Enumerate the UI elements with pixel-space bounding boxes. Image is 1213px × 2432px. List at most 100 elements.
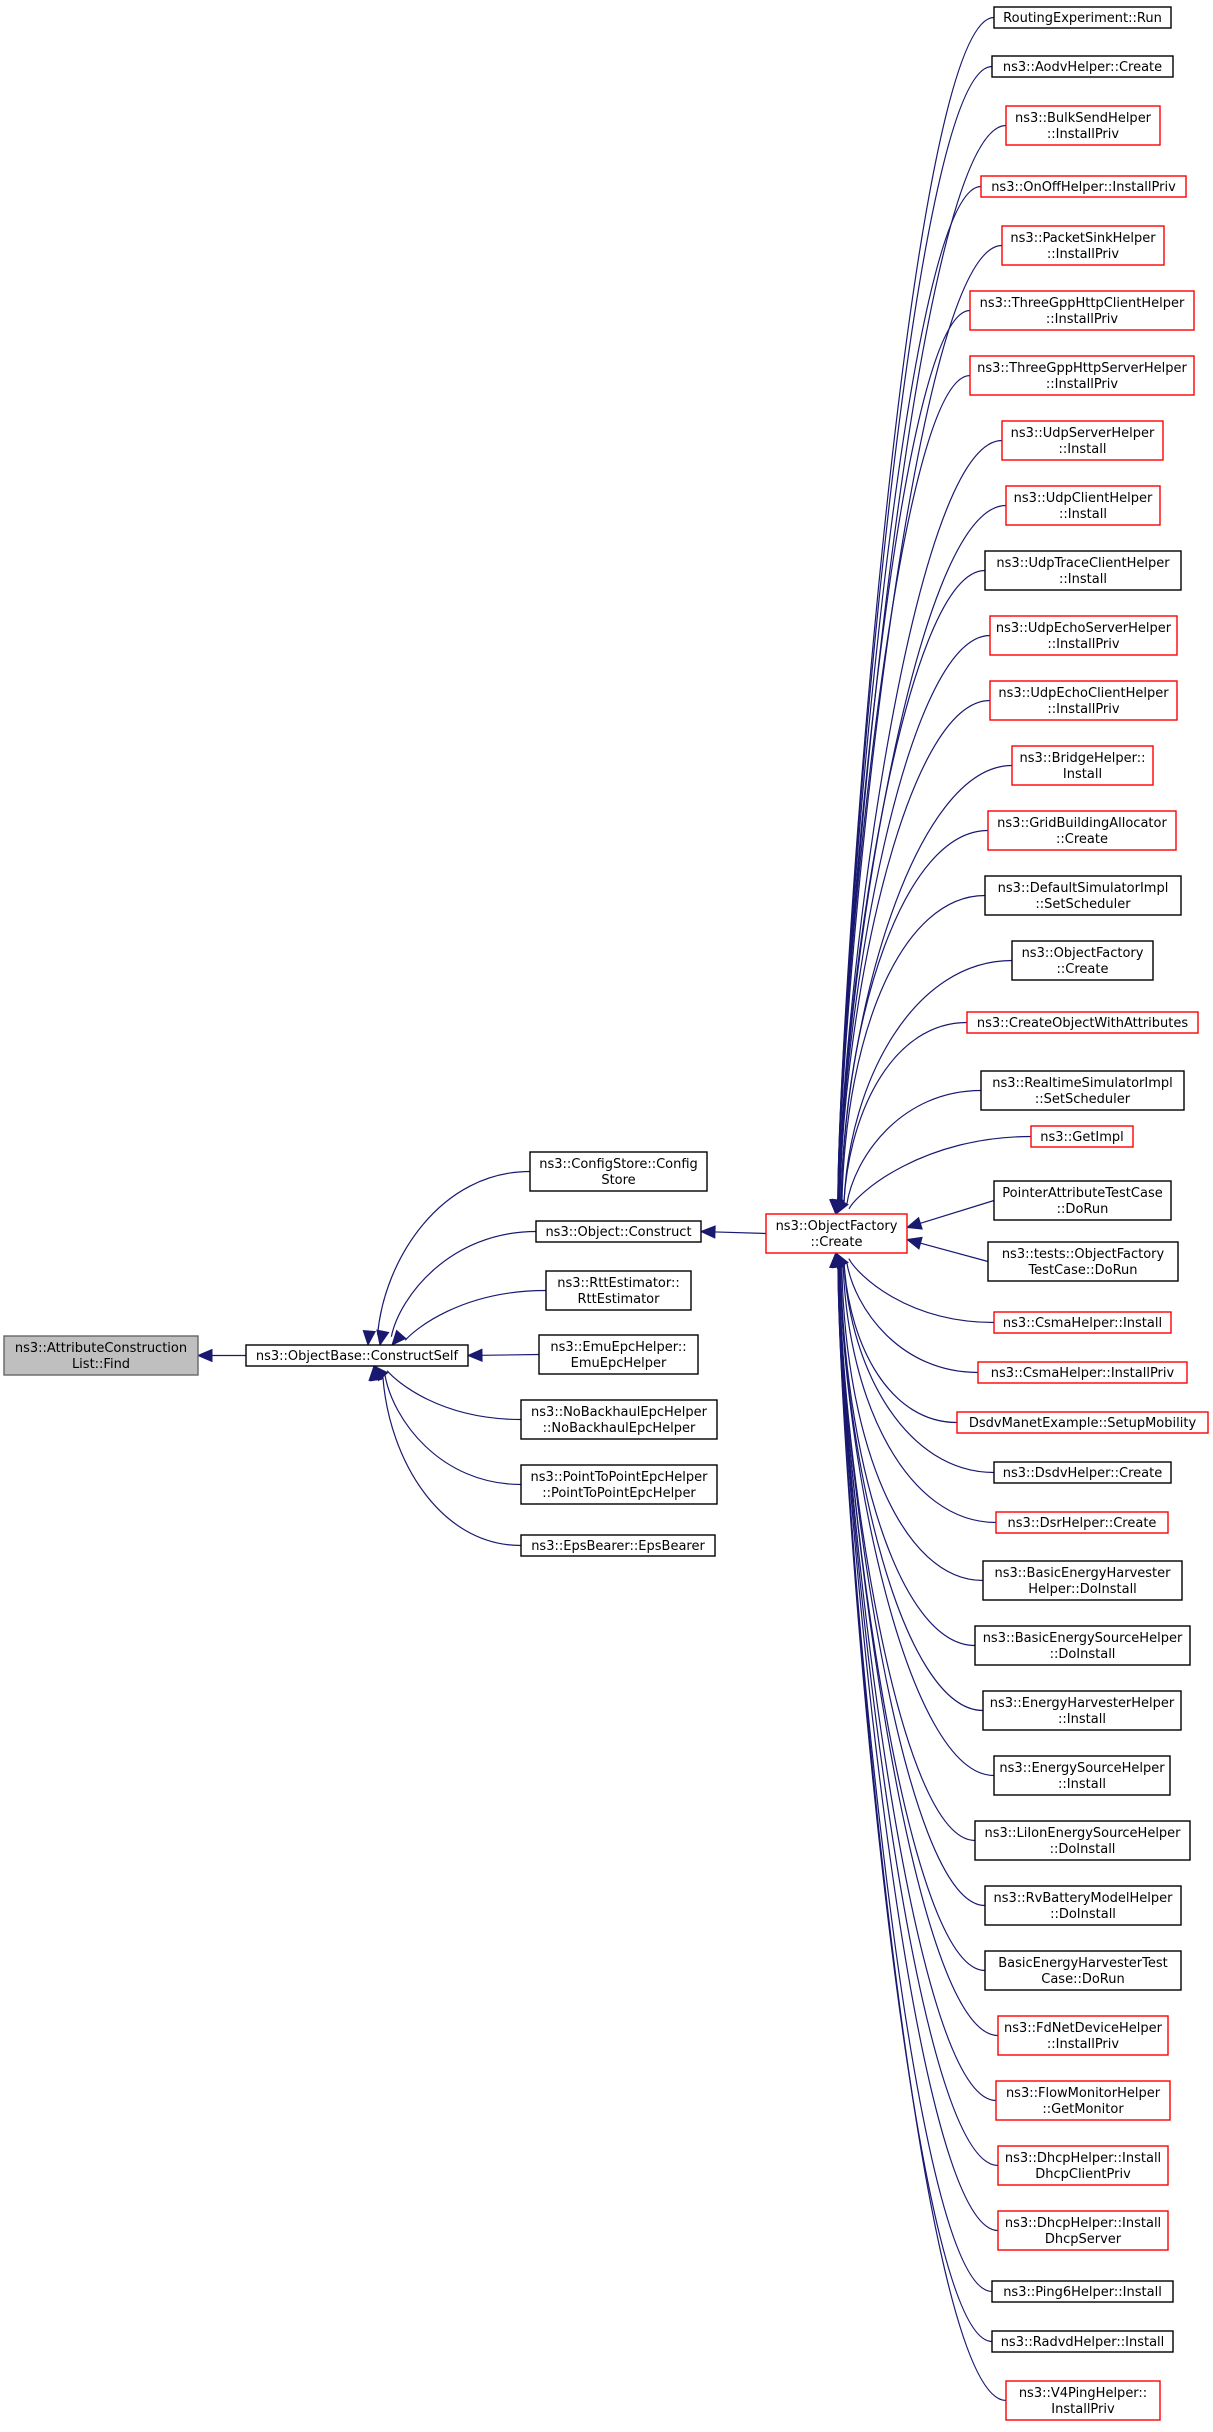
node-ns3-udpserverhelper-install-label: ns3::UdpServerHelper: [1011, 426, 1155, 441]
node-ns3-dsrhelper-create[interactable]: ns3::DsrHelper::Create: [995, 1511, 1169, 1534]
edge-mid-1-to-hub: [390, 1230, 537, 1337]
node-ns3-udpclienthelper-install-label: ::Install: [1059, 507, 1107, 522]
edge-mid-0-to-hub: [376, 1170, 531, 1335]
node-ns3-liionenergysourcehelper-doinstall[interactable]: ns3::LiIonEnergySourceHelper::DoInstall: [974, 1820, 1191, 1861]
node-ns3-aodvhelper-create[interactable]: ns3::AodvHelper::Create: [991, 55, 1174, 78]
node-ns3-v4pinghelper-installpriv-box: [1005, 2380, 1161, 2421]
edge-caller-20-to-factory: [920, 1242, 989, 1263]
node-p2pepc[interactable]: ns3::PointToPointEpcHelper::PointToPoint…: [520, 1464, 718, 1505]
node-ns3-csmahelper-install[interactable]: ns3::CsmaHelper::Install: [993, 1311, 1172, 1334]
node-ns3-aodvhelper-create-box: [991, 55, 1174, 78]
node-ns3-objectfactory-create[interactable]: ns3::ObjectFactory::Create: [1011, 940, 1154, 981]
node-ns3-dsrhelper-create-box: [995, 1511, 1169, 1534]
node-emuepc-label: EmuEpcHelper: [571, 1356, 667, 1371]
node-ns3-basicenergyharvesterhelper-doinstall-label: Helper::DoInstall: [1028, 1582, 1137, 1597]
node-ns3-udpechoserverhelper-installpriv[interactable]: ns3::UdpEchoServerHelper::InstallPriv: [989, 615, 1178, 656]
node-rttestimator-label: ns3::RttEstimator::: [557, 1276, 680, 1291]
node-ns3-packetsinkhelper-installpriv[interactable]: ns3::PacketSinkHelper::InstallPriv: [1001, 225, 1165, 266]
node-ns3-ping6helper-install-box: [991, 2280, 1174, 2303]
node-ns3-getimpl[interactable]: ns3::GetImpl: [1030, 1125, 1134, 1148]
node-configstore-label: ns3::ConfigStore::Config: [539, 1157, 698, 1172]
edge-caller-10-to-factory: [839, 634, 991, 1201]
node-routingexperiment-run-box: [993, 6, 1172, 29]
node-ns3-bridgehelper-install[interactable]: ns3::BridgeHelper::Install: [1011, 745, 1154, 786]
node-ns3-threegpphttpclienthelper-installpriv-box: [969, 290, 1195, 331]
node-ns3-realtimesimulatorimpl-setscheduler-label: ::SetScheduler: [1035, 1092, 1131, 1107]
node-routingexperiment-run[interactable]: RoutingExperiment::Run: [993, 6, 1172, 29]
node-configstore[interactable]: ns3::ConfigStore::ConfigStore: [529, 1151, 708, 1192]
edge-caller-33-to-factory: [838, 1266, 999, 2037]
node-ns3-getimpl-label: ns3::GetImpl: [1040, 1130, 1124, 1145]
node-ns3-energyharvesterhelper-install-label: ns3::EnergyHarvesterHelper: [990, 1696, 1175, 1711]
node-ns3-v4pinghelper-installpriv-label: InstallPriv: [1051, 2402, 1115, 2417]
node-objectfactory-create-target[interactable]: ns3::ObjectFactory::Create: [765, 1213, 908, 1254]
node-ns3-udptraceclienthelper-install[interactable]: ns3::UdpTraceClientHelper::Install: [984, 550, 1182, 591]
node-dsdvmanetexample-setupmobility-box: [956, 1411, 1209, 1434]
node-ns3-fdnetdevicehelper-installpriv-label: ns3::FdNetDeviceHelper: [1004, 2021, 1163, 2036]
node-ns3-csmahelper-installpriv[interactable]: ns3::CsmaHelper::InstallPriv: [977, 1361, 1188, 1384]
node-ns3-flowmonitorhelper-getmonitor[interactable]: ns3::FlowMonitorHelper::GetMonitor: [995, 2080, 1171, 2121]
node-ns3-gridbuildingallocator-create-label: ::Create: [1056, 832, 1108, 847]
node-ns3-fdnetdevicehelper-installpriv-label: ::InstallPriv: [1047, 2037, 1119, 2052]
node-ns3-gridbuildingallocator-create[interactable]: ns3::GridBuildingAllocator::Create: [987, 810, 1177, 851]
node-ns3-ping6helper-install[interactable]: ns3::Ping6Helper::Install: [991, 2280, 1174, 2303]
edge-mid-2-to-hub-arrowhead: [391, 1329, 407, 1346]
edge-hub-to-root-arrowhead: [196, 1348, 213, 1363]
edge-mid-2-to-hub: [404, 1289, 547, 1341]
node-basicenergyharvestertestcase-dorun-label: Case::DoRun: [1041, 1972, 1124, 1987]
node-ns3-basicenergyharvesterhelper-doinstall-label: ns3::BasicEnergyHarvester: [995, 1566, 1172, 1581]
node-ns3-createobjectwithattributes[interactable]: ns3::CreateObjectWithAttributes: [966, 1011, 1199, 1034]
node-ns3-fdnetdevicehelper-installpriv[interactable]: ns3::FdNetDeviceHelper::InstallPriv: [997, 2015, 1169, 2056]
node-ns3-radvdhelper-install[interactable]: ns3::RadvdHelper::Install: [991, 2330, 1174, 2353]
node-ns3-rvbatterymodelhelper-doinstall[interactable]: ns3::RvBatteryModelHelper::DoInstall: [984, 1885, 1182, 1926]
edge-caller-25-to-factory: [842, 1265, 997, 1524]
node-emuepc[interactable]: ns3::EmuEpcHelper::EmuEpcHelper: [538, 1334, 699, 1375]
node-ns3-threegpphttpclienthelper-installpriv-label: ns3::ThreeGppHttpClientHelper: [980, 296, 1185, 311]
edge-caller-31-to-factory: [838, 1266, 986, 1907]
node-objectbase-constructself[interactable]: ns3::ObjectBase::ConstructSelf: [245, 1344, 469, 1367]
node-ns3-bulksendhelper-installpriv-label: ::InstallPriv: [1047, 127, 1119, 142]
node-epsbearer-box: [520, 1534, 716, 1557]
node-ns3-csmahelper-installpriv-box: [977, 1361, 1188, 1384]
node-ns3-energyharvesterhelper-install[interactable]: ns3::EnergyHarvesterHelper::Install: [982, 1690, 1182, 1731]
edge-caller-11-to-factory: [839, 699, 991, 1201]
edge-caller-17-to-factory: [846, 1089, 982, 1206]
node-ns3-energysourcehelper-install-label: ns3::EnergySourceHelper: [999, 1761, 1165, 1776]
node-ns3-onoffhelper-installpriv[interactable]: ns3::OnOffHelper::InstallPriv: [980, 175, 1187, 198]
node-ns3-basicenergyharvesterhelper-doinstall[interactable]: ns3::BasicEnergyHarvesterHelper::DoInsta…: [982, 1560, 1183, 1601]
node-ns3-bulksendhelper-installpriv[interactable]: ns3::BulkSendHelper::InstallPriv: [1005, 105, 1161, 146]
edge-caller-22-to-factory: [846, 1261, 979, 1374]
node-ns3-udpechoserverhelper-installpriv-label: ::InstallPriv: [1047, 637, 1119, 652]
node-dsdvmanetexample-setupmobility[interactable]: DsdvManetExample::SetupMobility: [956, 1411, 1209, 1434]
edge-caller-9-to-factory: [838, 569, 986, 1201]
node-ns3-dsdvhelper-create[interactable]: ns3::DsdvHelper::Create: [993, 1461, 1172, 1484]
node-nobackhaul[interactable]: ns3::NoBackhaulEpcHelper::NoBackhaulEpcH…: [520, 1399, 718, 1440]
node-pointerattributetestcase-dorun[interactable]: PointerAttributeTestCase::DoRun: [993, 1180, 1172, 1221]
node-ns3-threegpphttpserverhelper-installpriv[interactable]: ns3::ThreeGppHttpServerHelper::InstallPr…: [969, 355, 1195, 396]
node-ns3-energysourcehelper-install[interactable]: ns3::EnergySourceHelper::Install: [993, 1755, 1171, 1796]
node-ns3-energysourcehelper-install-label: ::Install: [1058, 1777, 1106, 1792]
node-construct[interactable]: ns3::Object::Construct: [535, 1220, 702, 1243]
node-ns3-defaultsimulatorimpl-setscheduler-label: ns3::DefaultSimulatorImpl: [998, 881, 1169, 896]
node-ns3-basicenergysourcehelper-doinstall[interactable]: ns3::BasicEnergySourceHelper::DoInstall: [974, 1625, 1191, 1666]
node-ns3-udpechoclienthelper-installpriv[interactable]: ns3::UdpEchoClientHelper::InstallPriv: [989, 680, 1178, 721]
node-epsbearer[interactable]: ns3::EpsBearer::EpsBearer: [520, 1534, 716, 1557]
node-ns3-flowmonitorhelper-getmonitor-label: ::GetMonitor: [1042, 2102, 1124, 2117]
node-rttestimator[interactable]: ns3::RttEstimator::RttEstimator: [545, 1270, 692, 1311]
node-ns3-v4pinghelper-installpriv[interactable]: ns3::V4PingHelper::InstallPriv: [1005, 2380, 1161, 2421]
node-ns3-udpserverhelper-install[interactable]: ns3::UdpServerHelper::Install: [1001, 420, 1164, 461]
node-p2pepc-box: [520, 1464, 718, 1505]
node-attributeconstructionlist-find-label: List::Find: [72, 1357, 130, 1372]
node-ns3-defaultsimulatorimpl-setscheduler[interactable]: ns3::DefaultSimulatorImpl::SetScheduler: [984, 875, 1182, 916]
node-ns3-threegpphttpclienthelper-installpriv[interactable]: ns3::ThreeGppHttpClientHelper::InstallPr…: [969, 290, 1195, 331]
node-ns3-bridgehelper-install-label: Install: [1063, 767, 1102, 782]
edge-mid-6-to-hub-arrowhead: [368, 1364, 382, 1381]
node-ns3-udpclienthelper-install[interactable]: ns3::UdpClientHelper::Install: [1005, 485, 1161, 526]
node-ns3-realtimesimulatorimpl-setscheduler[interactable]: ns3::RealtimeSimulatorImpl::SetScheduler: [980, 1070, 1185, 1111]
